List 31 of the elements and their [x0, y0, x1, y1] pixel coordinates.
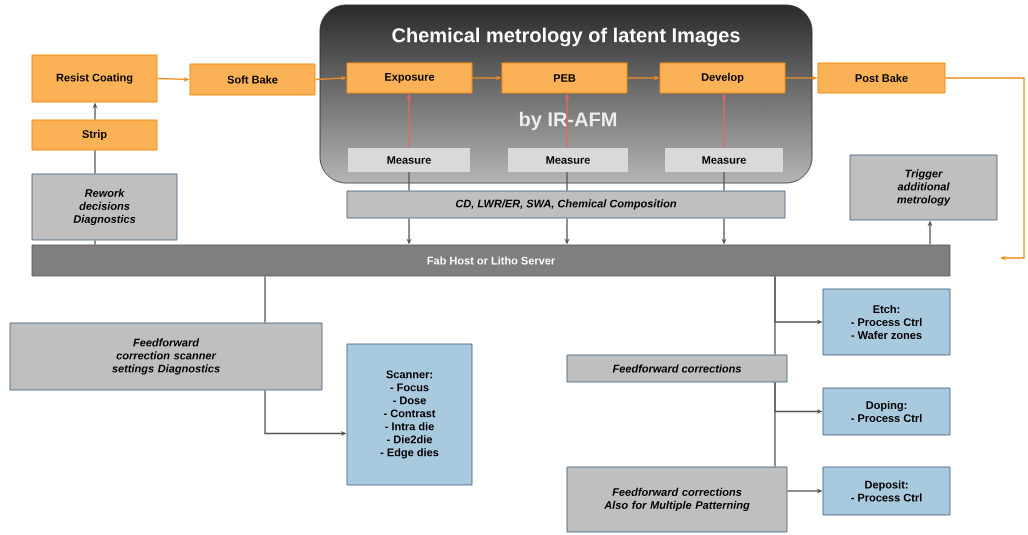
process-step-box: Develop	[659, 62, 786, 94]
panel-title: Chemical metrology of latent Images	[392, 27, 740, 47]
process-step-box: Post Bake	[817, 62, 946, 94]
info-box: Feedforward correction scanner settings Diagnostics	[9, 322, 323, 391]
target-box: Deposit: - Process Ctrl	[822, 466, 951, 516]
target-box: Etch: - Process Ctrl - Wafer zones	[822, 288, 951, 356]
server-bar: Fab Host or Litho Server	[31, 244, 951, 277]
arrow	[944, 77, 1025, 261]
parameter-box: CD, LWR/ER, SWA, Chemical Composition	[346, 190, 786, 219]
process-step-box: Soft Bake	[189, 63, 316, 96]
connector-line	[774, 381, 776, 468]
target-box: Doping: - Process Ctrl	[822, 387, 951, 436]
measure-box: Measure	[348, 148, 470, 172]
measure-box: Measure	[508, 148, 628, 172]
process-step-box: Exposure	[346, 62, 473, 94]
connector-line	[94, 149, 96, 175]
target-box: Scanner: - Focus - Dose - Contrast - Intra die - Die2die - Edge dies	[346, 343, 473, 486]
connector-line	[723, 171, 725, 192]
connector-line	[408, 171, 410, 192]
process-step-box: Resist Coating	[31, 54, 158, 103]
measure-box: Measure	[665, 148, 783, 172]
connector-line	[566, 171, 568, 192]
info-box: Feedforward corrections Also for Multiple Patterning	[566, 466, 788, 533]
connector-line	[94, 239, 96, 246]
info-box: Rework decisions Diagnostics	[31, 173, 178, 241]
info-box: Feedforward corrections	[566, 354, 788, 383]
connector-line	[774, 275, 776, 356]
connector-line	[264, 275, 266, 324]
info-box: Trigger additional metrology	[849, 154, 998, 221]
process-step-box: PEB	[501, 62, 628, 94]
process-step-box: Strip	[31, 119, 158, 151]
